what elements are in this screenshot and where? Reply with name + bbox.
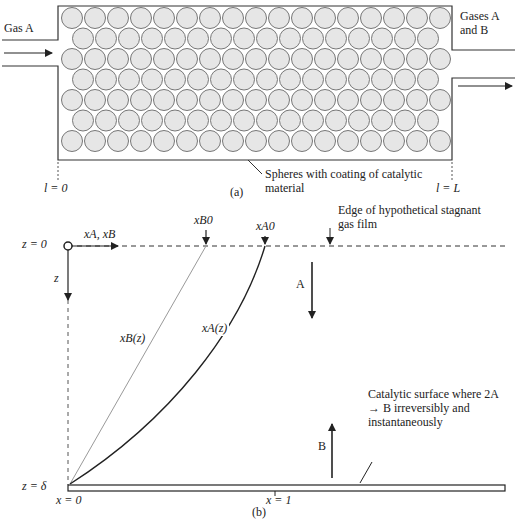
axis-label: z: [54, 272, 59, 286]
profile-label: xA(z): [200, 322, 229, 336]
axis-label: x = 0: [56, 494, 81, 508]
part-label: (a): [230, 186, 243, 200]
note-label: Edge of hypothetical stagnant gas film: [338, 204, 498, 232]
stream-label: Gases A and B: [460, 10, 514, 38]
outlet-arrow: [458, 85, 512, 86]
species-label: A: [296, 278, 305, 292]
xa0-arrow: [264, 236, 265, 244]
flux-b-arrow: [331, 424, 333, 478]
part-label: (b): [252, 506, 266, 520]
inlet-mark: [58, 162, 59, 180]
z-axis-arrow: [67, 250, 68, 300]
film-edge-line: [68, 246, 505, 247]
xb0-arrow: [205, 230, 206, 244]
xb-profile: [70, 246, 206, 484]
stream-label: Gas A: [4, 22, 34, 36]
note-label: Catalytic surface where 2A → B irreversi…: [368, 388, 508, 429]
species-label: B: [318, 440, 326, 454]
mole-fraction-label: xB0: [194, 214, 213, 228]
origin: [64, 242, 72, 250]
x0-line: [68, 300, 69, 485]
leader-line: [248, 160, 262, 174]
axis-label: x = 1: [266, 494, 291, 508]
axis-label: z = 0: [22, 238, 47, 252]
catalytic-surface: [68, 485, 505, 491]
position-label: l = L: [436, 182, 460, 196]
profile-label: xB(z): [118, 332, 147, 346]
callout-label: Spheres with coating of catalytic materi…: [265, 168, 435, 196]
inlet-arrow: [4, 52, 52, 53]
flux-a-arrow: [311, 262, 313, 318]
axis-label: z = δ: [22, 480, 46, 494]
packed-bed: [2, 6, 515, 160]
leader-line: [360, 462, 372, 483]
mole-fraction-label: xA0: [256, 220, 275, 234]
catalyst-spheres: [62, 8, 451, 152]
position-label: l = 0: [44, 182, 67, 196]
xa-profile: [70, 246, 265, 484]
axis-label: xA, xB: [84, 228, 115, 242]
outlet-mark: [452, 162, 453, 180]
leader-line: [330, 228, 331, 244]
x-axis-arrow: [72, 245, 118, 246]
